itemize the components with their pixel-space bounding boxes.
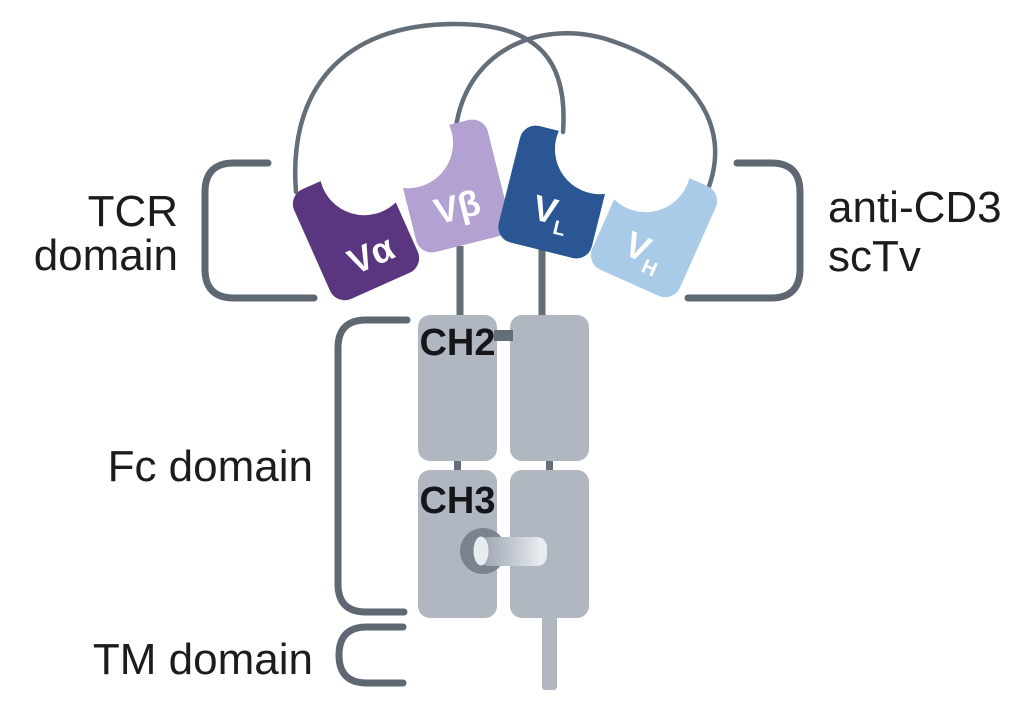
vh-domain-shape — [590, 178, 718, 298]
ch3-label: CH3 — [419, 480, 495, 522]
vl-domain-shape — [498, 125, 605, 259]
hinge-connector-bar — [494, 330, 513, 341]
ch3-left-rect — [418, 470, 497, 618]
ch2-label: CH2 — [419, 322, 495, 364]
vl-label-subscript: L — [551, 217, 568, 241]
ch2-left-rect — [418, 315, 497, 461]
tcr-domain-bracket — [201, 159, 318, 302]
vbeta-domain-shape — [403, 119, 510, 253]
knob-cylinder-mouth — [473, 536, 489, 566]
fc-domain-bracket — [334, 316, 411, 616]
linker-loop-valpha-vl — [292, 21, 566, 195]
tm-tail — [542, 616, 557, 690]
tcr-domain-label-line1: TCR — [88, 187, 178, 236]
tm-domain-bracket — [335, 623, 407, 687]
vh-label: VH — [616, 223, 670, 282]
anti-cd3-label-line2: scTv — [828, 232, 921, 281]
anti-cd3-label-line1: anti-CD3 — [828, 183, 1002, 232]
knob-cylinder — [479, 537, 547, 566]
linker-loop-vbeta-vh — [452, 31, 718, 197]
anti-cd3-bracket — [684, 159, 804, 302]
valpha-domain-shape — [292, 181, 420, 301]
ch3-right-rect — [510, 470, 589, 618]
tcr-domain-label-line2: domain — [34, 231, 178, 280]
ch2-right-rect — [510, 315, 589, 461]
tm-domain-label: TM domain — [93, 635, 313, 684]
knob-into-hole — [460, 528, 547, 574]
fc-domain-label: Fc domain — [108, 442, 313, 491]
